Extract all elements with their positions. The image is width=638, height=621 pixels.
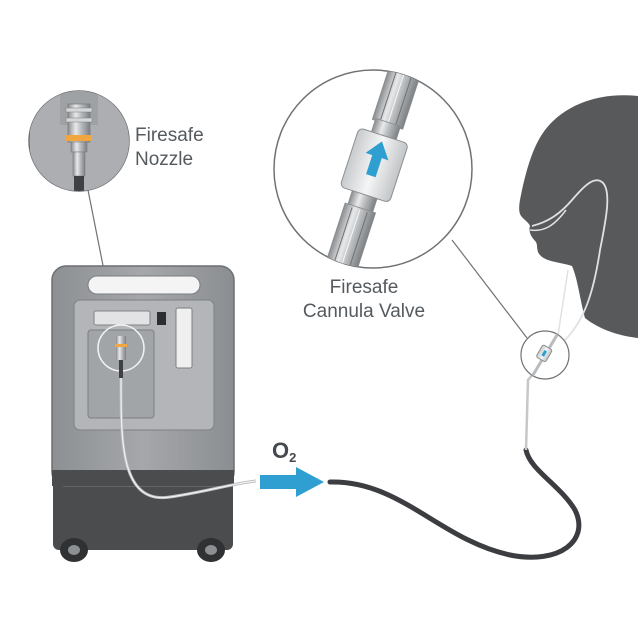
power-switch: [157, 312, 166, 325]
oxygen-flow-arrow: [260, 467, 324, 497]
valve-label-line-1: Firesafe: [329, 277, 399, 298]
nozzle-orange-ring: [66, 135, 92, 141]
cannula-valve-small-inset: [520, 330, 570, 380]
outlet-nozzle: [116, 336, 126, 360]
valve-label-line-2: Cannula Valve: [302, 301, 426, 322]
oxygen-label-main: O: [272, 438, 290, 463]
oxygen-label: O2: [272, 438, 296, 471]
oxygen-label-subscript: 2: [289, 450, 297, 465]
concentrator-handle-slot: [87, 275, 201, 295]
patient-silhouette: [519, 95, 638, 338]
oxygen-tubing: [327, 447, 582, 560]
cannula-tubing: [531, 179, 609, 353]
firesafe-cannula-valve-label: Firesafe Cannula Valve: [286, 276, 442, 324]
nozzle-label-line-2: Nozzle: [135, 149, 194, 170]
flow-meter: [175, 307, 193, 369]
valve-leader-line: [451, 239, 528, 339]
oxygen-concentrator: [51, 265, 235, 562]
valve-flow-arrow: [365, 141, 389, 178]
display-window: [93, 310, 151, 326]
cannula-valve-magnified-inset: [273, 69, 473, 269]
firesafe-nozzle-label: Firesafe Nozzle: [135, 124, 204, 172]
concentrator-base: [53, 480, 233, 550]
nozzle-magnified-inset: [28, 90, 130, 192]
nozzle-label-line-1: Firesafe: [135, 125, 204, 146]
